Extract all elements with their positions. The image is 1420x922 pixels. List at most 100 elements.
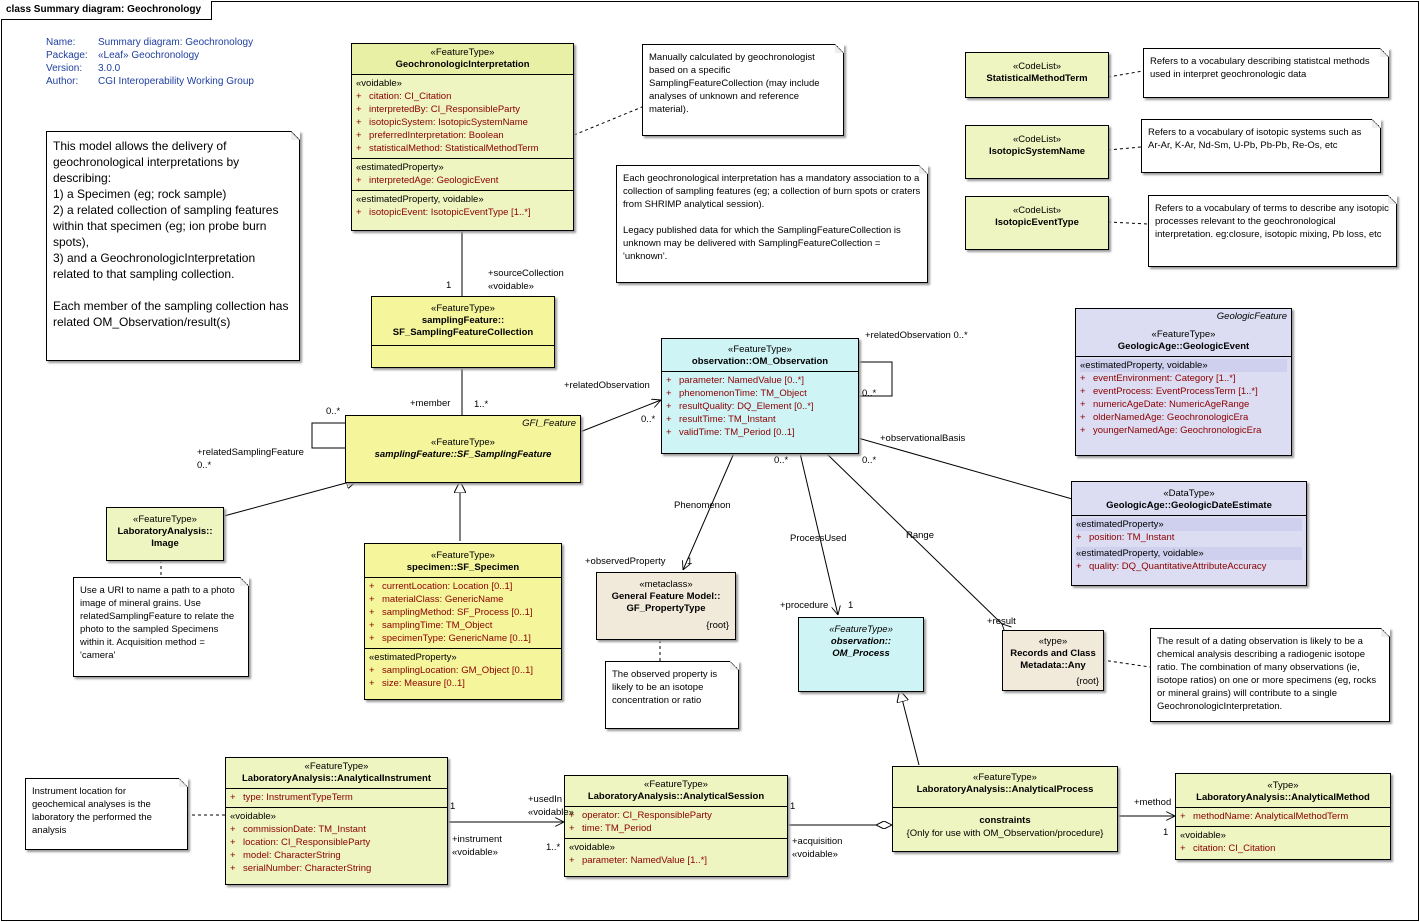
assoc-related-observation [579, 400, 661, 433]
attribute-section-header: «estimatedProperty» [1076, 518, 1302, 531]
class-om-observation[interactable]: «FeatureType»observation::OM_Observation… [661, 338, 859, 454]
attribute: model: CharacterString [230, 849, 443, 862]
role-instrument: +instrument [452, 834, 502, 845]
header-author-key: Author: [46, 76, 79, 87]
attribute: specimenType: GenericName [0..1] [369, 632, 557, 645]
class-sf-sampling-feature-collection[interactable]: «FeatureType»samplingFeature::SF_Samplin… [371, 296, 555, 368]
uri-photo-note: Use a URI to name a path to a photo imag… [73, 577, 249, 677]
attribute: serialNumber: CharacterString [230, 862, 443, 875]
attribute: resultQuality: DQ_Element [0..*] [666, 400, 854, 413]
attribute: location: CI_ResponsibleParty [230, 836, 443, 849]
note-link-isosys [1107, 146, 1142, 151]
multiplicity-label: 0..* [641, 414, 656, 425]
attribute: resultTime: TM_Instant [666, 413, 854, 426]
class-sf-specimen[interactable]: «FeatureType»specimen::SF_Specimen curre… [364, 543, 562, 700]
attribute: materialClass: GenericName [369, 593, 557, 606]
class-gf-property-type[interactable]: «metaclass»General Feature Model::GF_Pro… [596, 572, 736, 640]
class-name: samplingFeature::SF_SamplingFeature [374, 449, 552, 460]
statistical-method-note: Refers to a vocabulary describing statis… [1143, 48, 1389, 98]
attribute-section-header: «estimatedProperty, voidable» [1080, 359, 1287, 372]
class-geologic-date-estimate[interactable]: «DataType»GeologicAge::GeologicDateEstim… [1071, 481, 1307, 586]
class-name: GeologicAge::GeologicDateEstimate [1106, 500, 1272, 511]
class-name: GeochronologicInterpretation [395, 59, 530, 70]
diagram-header: Name:Summary diagram: Geochronology Pack… [46, 36, 254, 88]
attribute: isotopicEvent: IsotopicEventType [1..*] [356, 206, 569, 219]
class-geologic-event[interactable]: GeologicFeature «FeatureType»GeologicAge… [1075, 308, 1292, 456]
model-description-note: This model allows the delivery of geochr… [46, 131, 300, 361]
multiplicity-label: 1 [446, 280, 452, 291]
class-analytical-process[interactable]: «FeatureType»LaboratoryAnalysis::Analyti… [892, 766, 1118, 852]
class-laboratory-image[interactable]: «FeatureType»LaboratoryAnalysis::Image [106, 507, 224, 561]
multiplicity-label: 1..* [474, 399, 489, 410]
role-method: +method [1134, 797, 1172, 808]
association-phenomenon: Phenomenon [674, 500, 731, 511]
attribute-section-header: «voidable» [1180, 830, 1226, 841]
attribute: preferredInterpretation: Boolean [356, 129, 569, 142]
attribute: samplingTime: TM_Object [369, 619, 557, 632]
stereotype: «FeatureType» [431, 437, 495, 448]
class-compartment [372, 345, 554, 354]
class-name: SF_SamplingFeatureCollection [392, 327, 534, 338]
attribute: parameter: NamedValue [1..*] [569, 854, 783, 867]
stereotype-label: «voidable» [452, 847, 498, 858]
role-result: +result [987, 616, 1016, 627]
dating-result-note: The result of a dating observation is li… [1150, 628, 1390, 722]
class-om-process[interactable]: «FeatureType»observation::OM_Process [798, 617, 924, 692]
constraint-text: {Only for use with OM_Observation/proced… [906, 828, 1104, 839]
class-statistical-method-term[interactable]: «CodeList»StatisticalMethodTerm [965, 52, 1109, 98]
attribute: numericAgeDate: NumericAgeRange [1080, 398, 1287, 411]
attribute: youngerNamedAge: GeochronologicEra [1080, 424, 1287, 437]
assoc-range [826, 453, 1002, 624]
stereotype: «FeatureType» [133, 514, 197, 525]
attribute: isotopicSystem: IsotopicSystemName [356, 116, 569, 129]
class-analytical-method[interactable]: «Type»LaboratoryAnalysis::AnalyticalMeth… [1175, 773, 1391, 860]
stereotype-label: «voidable» [792, 849, 838, 860]
attribute: position: TM_Instant [1076, 531, 1302, 544]
attribute-section-header: «estimatedProperty, voidable» [356, 194, 484, 205]
class-name: specimen::SF_Specimen [406, 562, 520, 573]
note-link-stat [1107, 70, 1144, 78]
class-sf-sampling-feature[interactable]: GFI_Feature «FeatureType»samplingFeature… [345, 415, 581, 483]
stereotype: «FeatureType» [644, 779, 708, 790]
stereotype: «FeatureType» [973, 772, 1037, 783]
class-name: IsotopicEventType [995, 217, 1079, 228]
association-range: Range [906, 530, 934, 541]
root-tag: {root} [1076, 676, 1099, 687]
constraints-header: constraints [979, 815, 1031, 826]
attribute: commissionDate: TM_Instant [230, 823, 443, 836]
class-name-package: Records and Class [1010, 648, 1096, 659]
class-name: LaboratoryAnalysis::AnalyticalInstrument [242, 773, 431, 784]
role-observed-property: +observedProperty [585, 556, 666, 567]
class-geochronologic-interpretation[interactable]: «FeatureType»GeochronologicInterpretatio… [351, 43, 574, 231]
role-member: +member [410, 398, 451, 409]
attribute: statisticalMethod: StatisticalMethodTerm [356, 142, 569, 155]
stereotype: «CodeList» [1012, 205, 1062, 216]
class-name: IsotopicSystemName [988, 146, 1086, 157]
attribute: interpretedBy: CI_ResponsibleParty [356, 103, 569, 116]
class-analytical-session[interactable]: «FeatureType»LaboratoryAnalysis::Analyti… [564, 775, 788, 877]
stereotype: «metaclass» [639, 579, 693, 590]
attribute: operator: CI_ResponsibleParty [569, 809, 783, 822]
attribute-section-header: «estimatedProperty, voidable» [1076, 547, 1302, 560]
attribute: size: Measure [0..1] [369, 677, 557, 690]
class-isotopic-system-name[interactable]: «CodeList»IsotopicSystemName [965, 125, 1109, 179]
attribute: olderNamedAge: GeochronologicEra [1080, 411, 1287, 424]
header-package-value: «Leaf» Geochronology [98, 50, 200, 61]
generalization-image [223, 480, 357, 517]
class-name-package: LaboratoryAnalysis:: [117, 526, 213, 537]
stereotype: «FeatureType» [1151, 329, 1216, 340]
class-name: LaboratoryAnalysis::AnalyticalSession [587, 791, 765, 802]
attribute: phenomenonTime: TM_Object [666, 387, 854, 400]
class-name: LaboratoryAnalysis::AnalyticalMethod [1196, 792, 1370, 803]
parent-class-label: GFI_Feature [522, 418, 576, 429]
attribute: parameter: NamedValue [0..*] [666, 374, 854, 387]
class-analytical-instrument[interactable]: «FeatureType»LaboratoryAnalysis::Analyti… [225, 757, 448, 885]
manual-calculation-note: Manually calculated by geochronologist b… [642, 44, 844, 136]
attribute: time: TM_Period [569, 822, 783, 835]
attribute-section-header: «estimatedProperty» [356, 162, 444, 173]
class-name: observation::OM_Observation [691, 356, 829, 367]
class-isotopic-event-type[interactable]: «CodeList»IsotopicEventType [965, 196, 1109, 250]
